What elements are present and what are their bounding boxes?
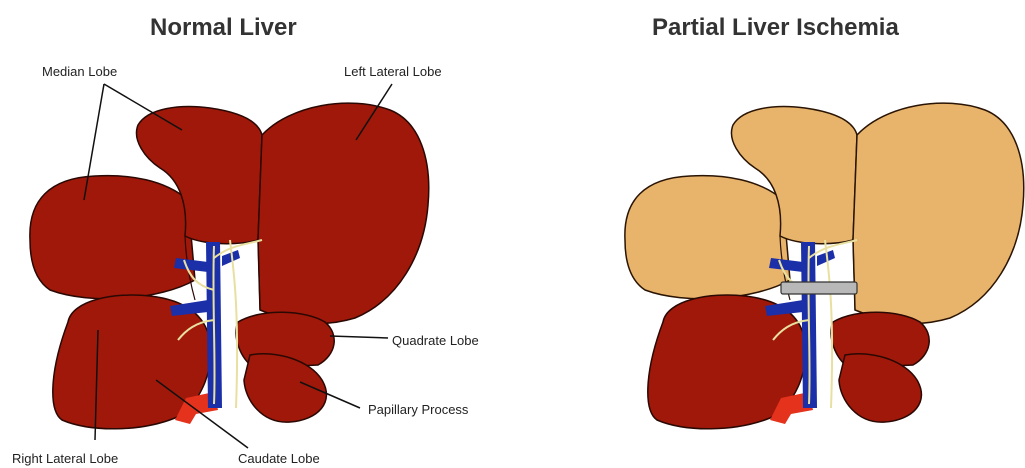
normal-lobe-division [185, 236, 260, 310]
vascular-clamp [781, 282, 857, 294]
normal-upper-lobes [30, 103, 429, 323]
